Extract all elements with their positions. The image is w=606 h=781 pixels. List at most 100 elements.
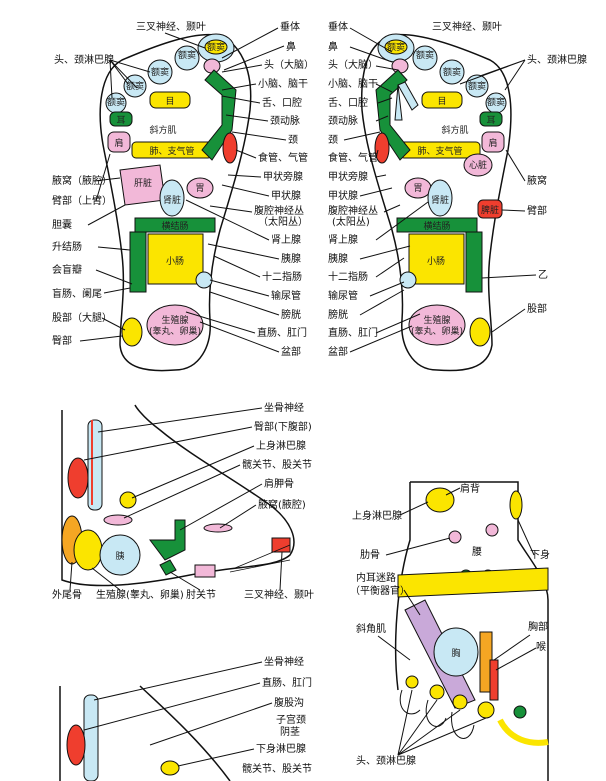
left-zone-sinus-3: 额窦 [151, 66, 169, 78]
right-zone-genital: 生殖腺 [423, 314, 450, 326]
label-duodenum-r: 十二指肠 [328, 270, 368, 283]
medial2-lymph-dot [160, 760, 180, 776]
label-neck-r: 颈 [328, 134, 338, 146]
right-zone-spleen: 脾脏 [481, 204, 499, 216]
right-zone-eye: 目 [437, 96, 446, 107]
label-cerebellum-l: 小脑、脑干 [258, 77, 308, 90]
label-nose-r: 鼻 [328, 40, 338, 53]
label-rectum-r: 直肠、肛门 [328, 326, 378, 339]
dorsal-lower-body-dot [509, 490, 523, 520]
medial-sciatic-zone [87, 419, 103, 511]
label-arm-r: 臂部 [527, 204, 547, 217]
dorsal-rib-dot [448, 530, 462, 544]
dorsal-toe-dot-2 [429, 684, 445, 700]
label-groin-m2: 腹股沟 [274, 696, 304, 709]
right-zone-ear: 耳 [486, 115, 495, 126]
label-genital-m: 生殖腺(睾丸、卵巢) [96, 588, 184, 601]
label-waist-d: 腰 [472, 546, 482, 558]
right-genital-zone [408, 304, 466, 346]
medial-zone-pancreas: 胰 [115, 550, 124, 562]
label-gallbladder-l: 胆囊 [52, 218, 72, 231]
right-ear-zone [479, 111, 503, 127]
right-toe-3 [439, 59, 465, 85]
label-lowerbody-d: 下身 [530, 548, 550, 561]
right-zone-sinus-5: 额窦 [487, 96, 505, 108]
left-stomach-zone [186, 177, 214, 199]
label-cerebellum-r: 小脑、脑干 [328, 77, 378, 90]
right-esophagus-zone [374, 132, 390, 164]
label-oblique-d: 斜角肌 [356, 622, 386, 635]
label-ureter-r: 输尿管 [328, 289, 358, 302]
label-lowerlymph-m2: 下身淋巴腺 [256, 742, 306, 755]
label-pituitary-r: 垂体 [328, 21, 348, 33]
label-thyroid-r: 甲状腺 [328, 189, 358, 202]
left-eye-zone [149, 91, 191, 109]
label-ureter-l: 输尿管 [271, 289, 301, 302]
medial-upper-lymph-dot [119, 491, 137, 509]
label-cecum-l: 盲肠、阑尾 [52, 287, 102, 300]
label-knee-m: 髋关节、股关节 [242, 458, 312, 471]
left-zone-sinus: 额窦 [207, 41, 225, 53]
label-hiplower-m: 臀部(下腹部) [254, 420, 312, 433]
label-adrenal-l: 肾上腺 [271, 233, 301, 246]
label-rib-d: 肋骨 [360, 548, 380, 561]
medial-foot-2-outline [59, 685, 231, 781]
right-spleen-zone [477, 199, 503, 219]
label-ascending-l: 升结肠 [52, 240, 82, 253]
label-ileocecal-l: 会盲瓣 [52, 263, 82, 276]
right-bladder-zone [399, 271, 417, 289]
left-zone-genital-sub: (睾丸、卵巢) [149, 325, 201, 337]
left-zone-lung: 肺、支气管 [149, 145, 194, 157]
label-bladder-l: 膀胱 [281, 308, 301, 321]
right-descending-colon [465, 231, 483, 293]
label-esophagus-l: 食管、气管 [258, 151, 308, 164]
left-zone-small-int: 小肠 [166, 256, 184, 267]
right-sinus-bigtoe [384, 39, 408, 55]
right-zone-lung: 肺、支气管 [417, 145, 462, 157]
dorsal-toe-dot-5 [513, 705, 527, 719]
label-sciatic-m2: 坐骨神经 [264, 655, 304, 668]
label-headbrain-l: 头（大脑） [264, 58, 314, 71]
label-b-r: 乙 [538, 269, 548, 281]
left-toe-3 [147, 59, 173, 85]
left-ear-zone [109, 111, 133, 127]
label-pelvis-r: 盆部 [328, 345, 348, 358]
label-trigeminal-m: 三叉神经、颞叶 [244, 588, 314, 601]
label-hip-m2: 髋关节、股关节 [242, 762, 312, 775]
label-headbrain-r: 头（大脑） [328, 58, 378, 71]
label-thyroid-l: 甲状腺 [271, 189, 301, 202]
dorsal-rib-dot-2 [485, 523, 499, 537]
medial-arm-zone [203, 523, 233, 533]
medial-trigeminal-zone [271, 537, 291, 553]
label-rectum-l: 直肠、肛门 [257, 326, 307, 339]
label-sciatic-m: 坐骨神经 [264, 401, 304, 414]
label-tongue-r: 舌、口腔 [328, 96, 368, 109]
label-celiac-sub-l: （太阳丛） [258, 215, 308, 228]
label-carotid-r: 颈动脉 [328, 114, 358, 127]
label-armpit-r: 腋窝 [527, 174, 547, 187]
left-toe-2 [174, 45, 200, 71]
right-zone-kidney: 肾脏 [431, 194, 449, 206]
medial2-sciatic-zone [83, 694, 99, 781]
label-pancreas-l: 胰腺 [281, 252, 301, 265]
dorsal-foot-diagram: 胸 肩背 上身淋巴腺 肋骨 腰 下身 内耳迷路 （平衡器官） 斜角肌 胸部 喉 … [350, 481, 550, 781]
right-toe-4 [465, 74, 489, 98]
label-thigh-l: 股部（大腿） [52, 311, 112, 324]
dorsal-upper-lymph-dot [425, 487, 455, 513]
medial-toe-lines [229, 544, 291, 573]
left-zone-stomach: 胃 [195, 183, 204, 194]
medial-foot-2-diagram: 坐骨神经 直肠、肛门 腹股沟 子宫颈 阴茎 下身淋巴腺 髋关节、股关节 [59, 655, 312, 781]
right-kidney-zone [427, 179, 453, 217]
label-rectum-m2: 直肠、肛门 [262, 676, 312, 689]
label-celiac-r: 腹腔神经丛 [328, 204, 378, 217]
medial-hip-zone [67, 457, 89, 499]
medial-shoulder-pad [194, 564, 216, 578]
label-coccyx-m: 外尾骨 [52, 589, 82, 601]
right-zone-sinus-2: 额窦 [416, 49, 434, 61]
label-upperlymph-m: 上身淋巴腺 [256, 439, 306, 452]
label-vagina-m2: 阴茎 [280, 726, 300, 738]
right-eye-zone [421, 91, 463, 109]
right-heart-zone [463, 153, 493, 177]
right-zone-sinus-4: 额窦 [468, 80, 486, 92]
